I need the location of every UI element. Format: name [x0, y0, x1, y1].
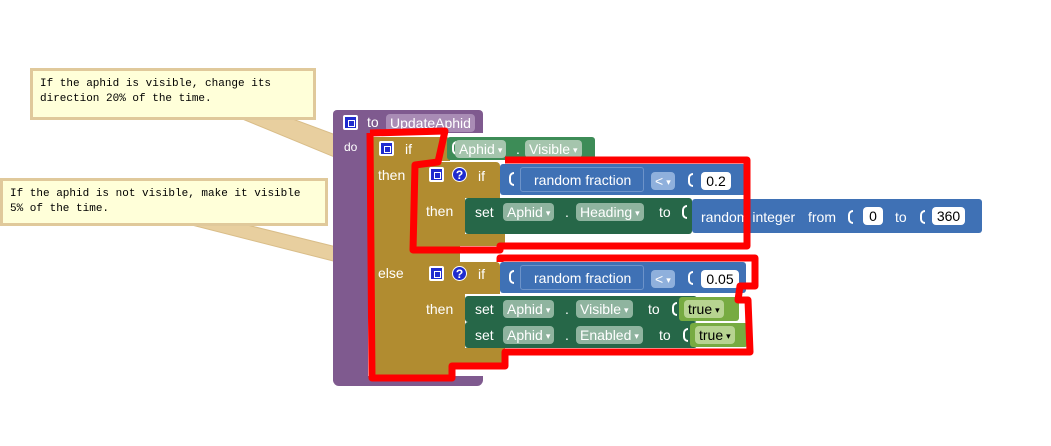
inner-if-2-footer: [465, 348, 505, 364]
set-component-dropdown-1[interactable]: Aphid▾: [503, 203, 555, 221]
outer-then-label: then: [378, 167, 406, 183]
procedure-name-field[interactable]: UpdateAphid: [386, 114, 475, 132]
inner-if-1-then-label: then: [426, 203, 454, 219]
set-input-cap-1: [682, 205, 687, 219]
number-input-cap-2: [688, 271, 693, 285]
inner-if-2-help-icon[interactable]: ?: [452, 266, 467, 281]
comment-visible[interactable]: If the aphid is visible, change its dire…: [30, 68, 316, 120]
comment-invisible[interactable]: If the aphid is not visible, make it vis…: [0, 178, 328, 226]
procedure-spine: [333, 133, 368, 378]
true-dropdown-1[interactable]: true▾: [684, 300, 724, 318]
fraction-threshold-field[interactable]: 0.2: [701, 172, 731, 190]
random-fraction-label-1: random fraction: [534, 172, 632, 188]
inner-if-1-footer: [465, 234, 505, 246]
random-integer-from-label: from: [808, 209, 836, 225]
random-to-field[interactable]: 360: [932, 207, 965, 225]
set-component-dropdown-3[interactable]: Aphid▾: [503, 326, 555, 344]
enabled-property-dropdown[interactable]: Enabled▾: [576, 326, 643, 344]
inner-if-1-help-icon[interactable]: ?: [452, 167, 467, 182]
compare-input-cap-1: [509, 172, 514, 186]
from-input-cap: [848, 210, 853, 224]
heading-property-dropdown[interactable]: Heading▾: [576, 203, 644, 221]
dot-separator: .: [516, 141, 520, 157]
inner-if-2-then-label: then: [426, 301, 454, 317]
random-fraction-block-1[interactable]: [520, 167, 644, 192]
inner-if-1-mutator-icon[interactable]: [429, 167, 444, 182]
visible-property-dropdown[interactable]: Visible▾: [525, 140, 582, 158]
dot-separator: .: [565, 301, 569, 317]
visible-set-property-dropdown[interactable]: Visible▾: [576, 300, 633, 318]
random-fraction-block-2[interactable]: [520, 265, 644, 290]
inner-if-2-spine: [420, 294, 465, 364]
set-component-dropdown-2[interactable]: Aphid▾: [503, 300, 555, 318]
compare-input-cap-2: [509, 270, 514, 284]
procedure-do-label: do: [344, 140, 358, 154]
random-fraction-label-2: random fraction: [534, 270, 632, 286]
set-label-3: set: [475, 327, 494, 343]
operator-dropdown-1[interactable]: <▾: [651, 172, 675, 190]
inner-if-2-mutator-icon[interactable]: [429, 266, 444, 281]
set-to-label-2: to: [648, 301, 660, 317]
aphid-component-dropdown[interactable]: Aphid▾: [455, 140, 507, 158]
set-to-label-3: to: [659, 327, 671, 343]
outer-if-label: if: [405, 141, 412, 157]
operator-dropdown-2[interactable]: <▾: [651, 270, 675, 288]
set-input-cap-3: [683, 328, 688, 342]
inner-if-1-if-label: if: [478, 168, 485, 184]
outer-else-label: else: [378, 265, 404, 281]
getter-input-cap: [452, 141, 457, 155]
outer-if-mutator-icon[interactable]: [379, 141, 394, 156]
procedure-to-label: to: [367, 114, 379, 130]
random-from-field[interactable]: 0: [863, 207, 883, 225]
true-dropdown-2[interactable]: true▾: [695, 326, 735, 344]
set-to-label-1: to: [659, 204, 671, 220]
number-input-cap-1: [688, 173, 693, 187]
visibility-threshold-field[interactable]: 0.05: [701, 270, 739, 288]
set-input-cap-2: [672, 302, 677, 316]
mutator-icon[interactable]: [343, 115, 358, 130]
outer-if-footer: [370, 362, 450, 376]
set-label-1: set: [475, 204, 494, 220]
set-label-2: set: [475, 301, 494, 317]
dot-separator: .: [565, 204, 569, 220]
to-input-cap: [920, 210, 925, 224]
dot-separator: .: [565, 327, 569, 343]
inner-if-2-if-label: if: [478, 266, 485, 282]
inner-if-1-spine: [420, 198, 465, 246]
random-integer-to-label: to: [895, 209, 907, 225]
